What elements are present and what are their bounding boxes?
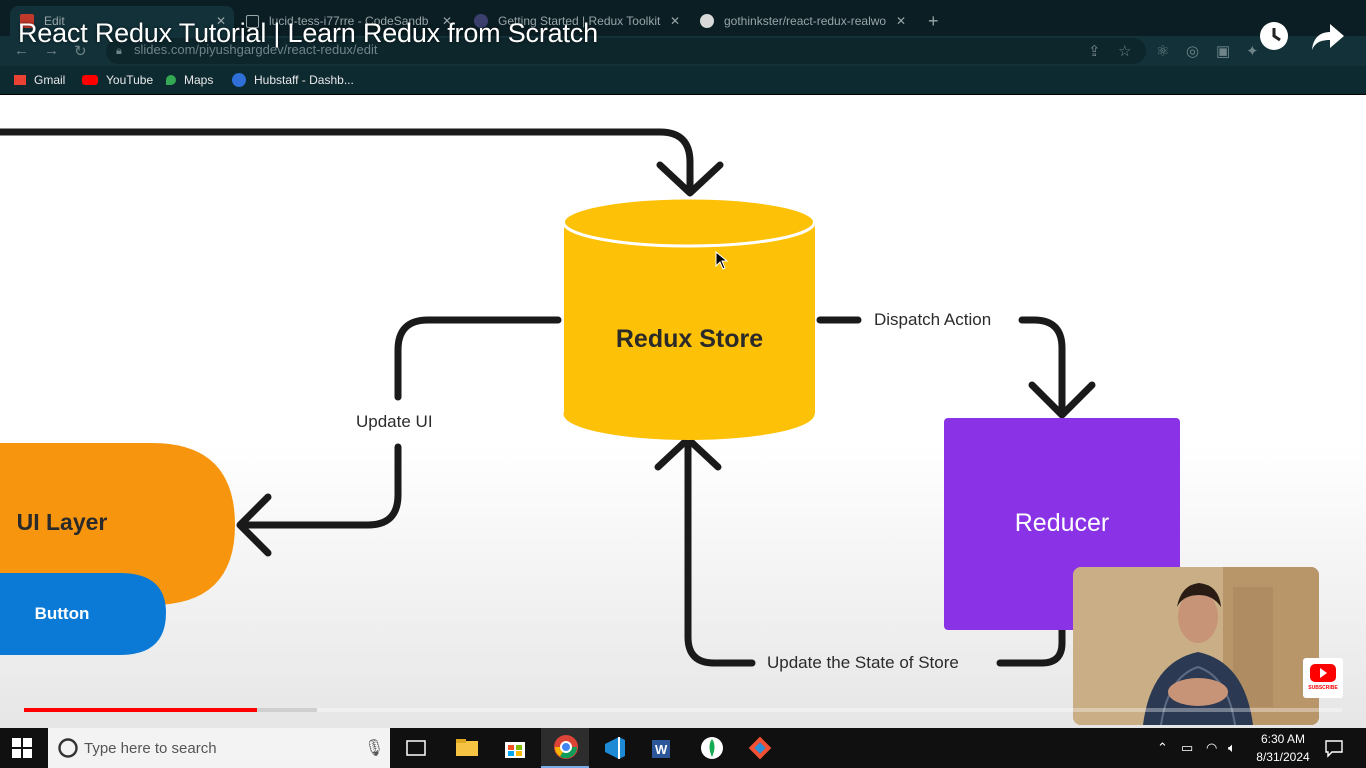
file-explorer-icon[interactable]	[454, 734, 482, 762]
button-box	[0, 573, 166, 655]
svg-text:W: W	[655, 742, 668, 757]
search-placeholder: Type here to search	[84, 740, 217, 757]
codesandbox-icon	[246, 14, 259, 28]
chrome-taskbar-button[interactable]	[541, 728, 589, 768]
vscode-icon[interactable]	[601, 734, 629, 762]
tray-overflow-icon[interactable]: ⌃	[1157, 740, 1168, 755]
update-state-label: Update the State of Store	[767, 653, 959, 672]
arrow-into-store	[0, 128, 694, 196]
star-icon[interactable]: ☆	[1118, 43, 1132, 60]
youtube-subscribe-icon	[1310, 664, 1336, 682]
back-icon[interactable]: ←	[14, 42, 29, 59]
mongodb-icon[interactable]	[700, 734, 728, 762]
extension-icon[interactable]: ◎	[1186, 43, 1200, 60]
redux-store-label: Redux Store	[615, 325, 764, 353]
gmail-icon	[14, 75, 26, 85]
extension-icon[interactable]: ▣	[1216, 43, 1231, 60]
maps-icon	[166, 75, 176, 85]
chrome-icon	[554, 735, 578, 759]
store-icon[interactable]	[502, 734, 530, 762]
github-icon	[700, 14, 714, 28]
bookmarks-bar	[0, 66, 1366, 94]
update-state-line-right	[996, 626, 1066, 667]
update-ui-line-bottom	[238, 443, 402, 529]
wifi-icon[interactable]: ◠	[1206, 740, 1218, 755]
volume-icon[interactable]: 🔈︎	[1228, 740, 1236, 755]
omnibox[interactable]	[106, 38, 1146, 64]
redux-icon	[474, 14, 488, 28]
bookmark-gmail[interactable]: Gmail	[14, 73, 65, 87]
share-icon[interactable]: ⇪	[1088, 43, 1101, 60]
arrowhead-down-store	[656, 161, 724, 197]
slides-icon	[20, 14, 34, 28]
reload-icon[interactable]: ↻	[74, 43, 87, 60]
subscribe-button[interactable]: SUBSCRIBE	[1303, 658, 1343, 698]
hubstaff-icon	[232, 73, 246, 87]
reducer-label: Reducer	[1014, 509, 1110, 537]
close-icon[interactable]: ✕	[215, 14, 226, 28]
arrowhead-down-reducer	[1028, 381, 1096, 419]
redux-store-cylinder	[562, 196, 816, 440]
tab-github[interactable]: gothinkster/react-redux-realwo ✕	[692, 6, 914, 36]
word-icon[interactable]: W	[650, 734, 678, 762]
bookmark-youtube[interactable]: YouTube	[82, 73, 153, 87]
close-icon[interactable]: ✕	[669, 14, 680, 28]
battery-icon[interactable]: ▭	[1181, 740, 1194, 755]
progress-track[interactable]	[24, 708, 1342, 712]
progress-played[interactable]	[24, 708, 258, 712]
close-icon[interactable]: ✕	[895, 14, 906, 28]
close-icon[interactable]: ✕	[441, 14, 452, 28]
subscribe-label: SUBSCRIBE	[1308, 685, 1338, 691]
dispatch-action-label: Dispatch Action	[874, 310, 992, 329]
puzzle-icon[interactable]: ✦	[1246, 43, 1259, 60]
mouse-cursor	[715, 250, 729, 270]
address-bar	[0, 36, 1366, 66]
taskbar-search[interactable]	[48, 728, 390, 768]
new-tab-button[interactable]: +	[928, 10, 939, 31]
browser-tab-bar: Edit ✕ lucid-tess-i77rre - CodeSandb ✕ G…	[0, 0, 1366, 40]
clock-time: 6:30 AM	[1260, 732, 1306, 746]
update-ui-label: Update UI	[356, 412, 433, 431]
windows-start-icon[interactable]	[12, 738, 40, 766]
cortana-icon	[58, 738, 78, 758]
update-state-line-left	[684, 439, 756, 667]
presenter-video	[1073, 567, 1319, 725]
url-text[interactable]: slides.com/piyushgargdev/react-redux/edi…	[134, 42, 378, 57]
presenter-figure	[1073, 567, 1319, 725]
notifications-icon[interactable]	[1324, 738, 1344, 758]
git-icon[interactable]	[748, 734, 776, 762]
tab-codesandbox[interactable]: lucid-tess-i77rre - CodeSandb ✕	[238, 6, 460, 36]
react-devtools-icon[interactable]: ⚛	[1156, 43, 1170, 60]
ui-layer-label: UI Layer	[16, 509, 108, 535]
microphone-icon[interactable]: 🎙︎	[364, 740, 385, 757]
video-title[interactable]: React Redux Tutorial | Learn Redux from …	[18, 18, 598, 48]
forward-icon[interactable]: →	[44, 42, 59, 59]
clock-date: 8/31/2024	[1256, 750, 1310, 764]
bookmark-hubstaff[interactable]: Hubstaff - Dashb...	[232, 73, 354, 87]
bookmark-maps[interactable]: Maps	[166, 73, 213, 87]
diagram	[0, 128, 1180, 667]
button-label: Button	[34, 604, 90, 623]
task-view-icon[interactable]	[404, 734, 432, 762]
dispatch-line-right	[1018, 316, 1066, 417]
ui-layer-box	[0, 443, 235, 605]
watch-later-icon[interactable]	[1258, 20, 1290, 52]
update-ui-line-top	[394, 316, 562, 401]
youtube-icon	[82, 75, 98, 85]
taskbar-clock[interactable]: 6:30 AM 8/31/2024	[1250, 730, 1316, 766]
lock-icon: 🔒︎	[116, 45, 122, 57]
share-video-icon[interactable]	[1310, 22, 1346, 52]
arrowhead-left-ui	[236, 493, 272, 557]
tab-redux-toolkit[interactable]: Getting Started | Redux Toolkit ✕	[466, 6, 688, 36]
tab-edit[interactable]: Edit ✕	[10, 6, 234, 36]
